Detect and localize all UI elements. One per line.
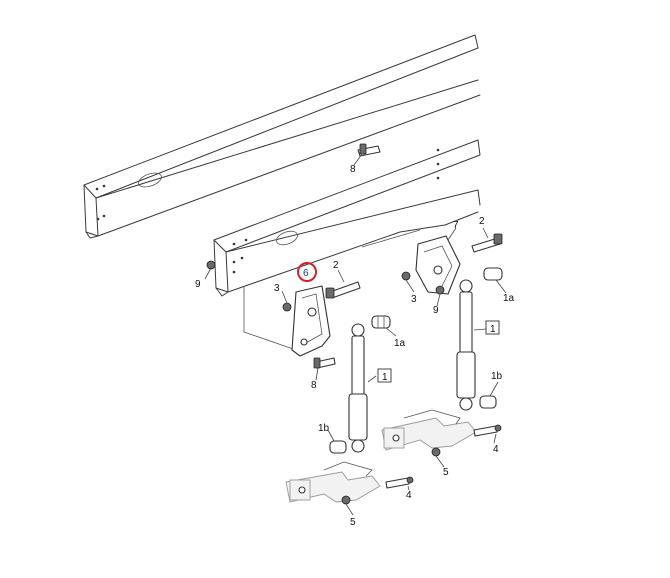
callout-5-left: 5 (350, 517, 356, 528)
callout-3-left: 3 (274, 283, 280, 294)
bushing-1a-left (371, 315, 391, 329)
callout-8-top: 8 (350, 164, 356, 175)
callout-1a-right: 1a (503, 293, 515, 304)
highlight-ring (297, 262, 317, 282)
callout-1b-right: 1b (491, 371, 503, 382)
axle-seat-left (285, 461, 381, 503)
bushing-1b-right (479, 395, 497, 409)
nut-5-right (431, 447, 441, 457)
callout-1-left: 1 (382, 372, 388, 383)
bushing-1b-left (329, 440, 347, 454)
callout-2-right: 2 (479, 216, 485, 227)
callout-8-mid: 8 (311, 380, 317, 391)
nut-3-right (401, 271, 411, 281)
nut-9-right (435, 285, 445, 295)
callout-6[interactable]: 6 (303, 268, 309, 279)
left-bracket (291, 285, 331, 357)
callout-7: 7 (453, 220, 459, 231)
bushing-1a-right (483, 267, 503, 281)
callout-2-left: 2 (333, 260, 339, 271)
callout-4-right: 4 (493, 444, 499, 455)
nut-5-left (341, 495, 351, 505)
callout-labels: 8 9 6 2 3 1a 8 1 1b 5 4 7 2 3 9 1a 1 1b … (195, 164, 515, 528)
bolt-8-top (357, 143, 381, 157)
callout-3-right: 3 (411, 294, 417, 305)
right-bracket (415, 235, 461, 295)
nut-3-left (282, 302, 292, 312)
axle-seat-right (381, 409, 477, 451)
callout-1-left-box (377, 368, 392, 383)
callout-1-right: 1 (490, 324, 496, 335)
callout-1b-left: 1b (318, 423, 330, 434)
lower-frame-rail (213, 139, 481, 353)
leader-lines (204, 153, 507, 516)
callout-9-right: 9 (433, 305, 439, 316)
bolt-2-right (471, 233, 503, 253)
shock-absorber-right (456, 279, 476, 411)
callout-4-left: 4 (406, 490, 412, 501)
stud-4-left (385, 476, 414, 489)
upper-frame-rail (83, 34, 481, 239)
stud-4-right (473, 424, 502, 437)
callout-5-right: 5 (443, 467, 449, 478)
bolt-8-mid (313, 357, 336, 369)
nut-9-left (206, 260, 216, 270)
shock-absorber-left (348, 323, 368, 453)
callout-1a-left: 1a (394, 338, 406, 349)
bolt-2-left (325, 281, 361, 299)
callout-1-right-box (485, 320, 500, 335)
callout-9-left: 9 (195, 279, 201, 290)
